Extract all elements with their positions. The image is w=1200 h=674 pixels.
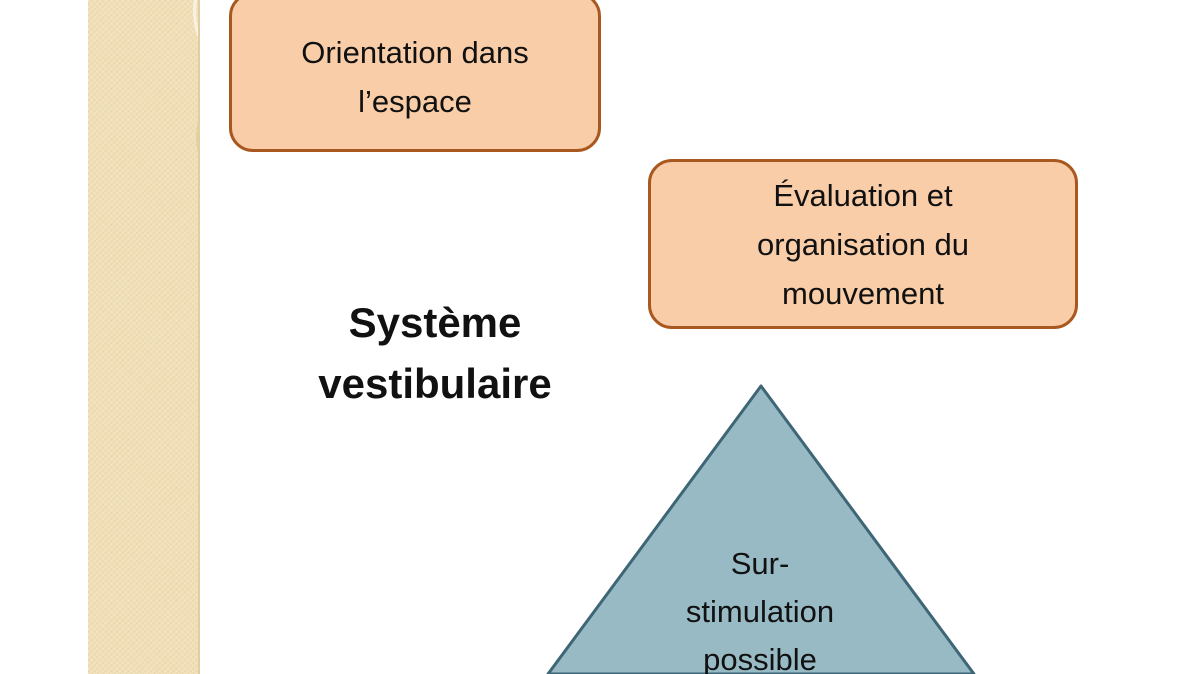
evaluation-label: Évaluation et organisation du mouvement: [757, 177, 969, 311]
central-title: Système vestibulaire: [318, 299, 552, 407]
orientation-label: Orientation dans l’espace: [301, 35, 529, 119]
surstimulation-label: Sur- stimulation possible: [685, 546, 835, 674]
left-strip-edge: [198, 0, 200, 674]
left-decorative-strip: [88, 0, 200, 674]
surstimulation-triangle-shape: [546, 384, 976, 674]
evaluation-node: Évaluation et organisation du mouvement: [648, 159, 1078, 329]
orientation-node: Orientation dans l’espace: [229, 0, 601, 152]
surstimulation-triangle-node: [546, 384, 976, 674]
